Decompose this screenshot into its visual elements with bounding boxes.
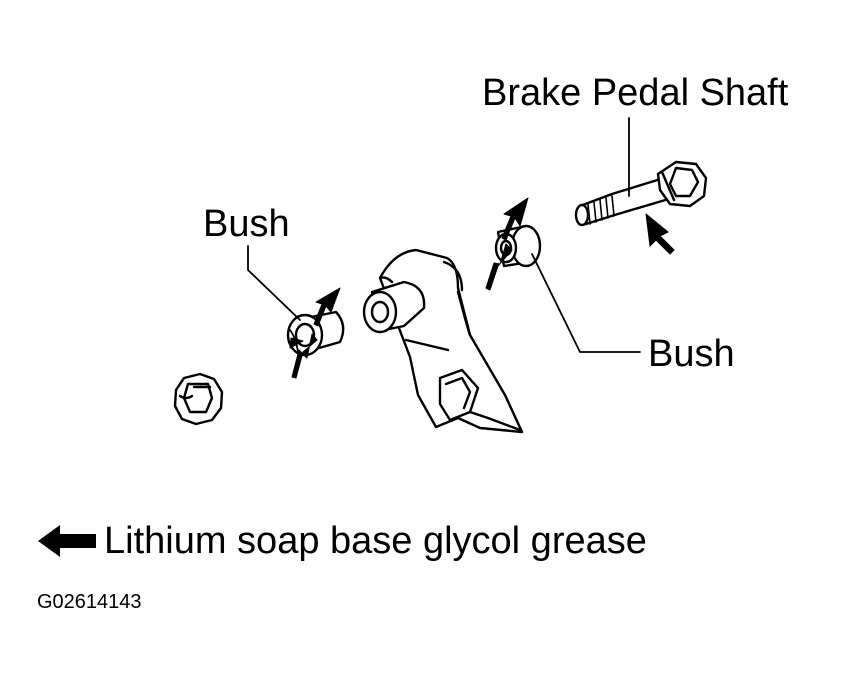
brake-pedal-arm: [362, 248, 524, 434]
legend-text: Lithium soap base glycol grease: [104, 520, 647, 562]
figure-code: G02614143: [37, 591, 142, 613]
label-bush-right: Bush: [648, 333, 735, 375]
label-brake-pedal-shaft: Brake Pedal Shaft: [482, 72, 789, 114]
grease-arrow-icon: [645, 213, 675, 255]
label-bush-left: Bush: [203, 203, 290, 245]
filled-left-arrow-icon: [38, 525, 96, 557]
grease-arrow-icon: [485, 197, 529, 291]
brake-pedal-shaft: [574, 160, 708, 227]
grease-arrow-icon: [289, 287, 341, 379]
nut: [173, 372, 224, 426]
legend: Lithium soap base glycol grease: [36, 522, 647, 560]
bush-left: [286, 310, 345, 357]
leader-lines: [247, 117, 641, 353]
